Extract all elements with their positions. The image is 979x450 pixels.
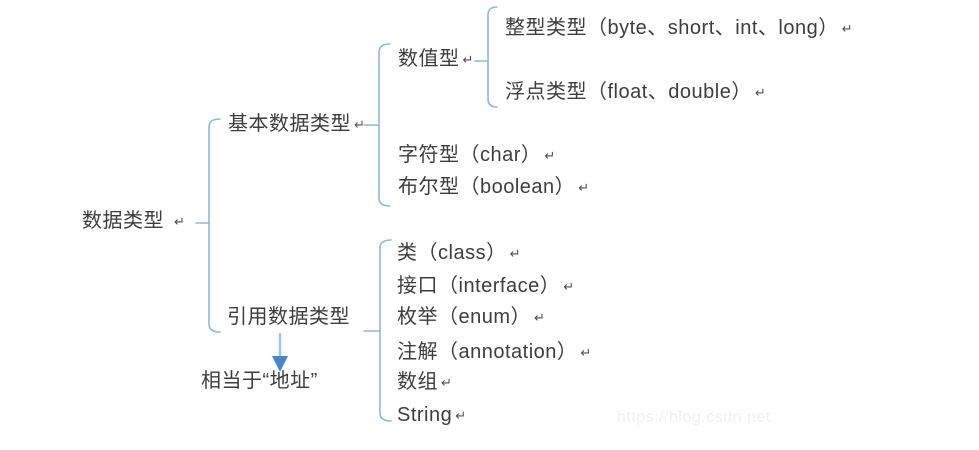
node-data-type-label: 数据类型 <box>82 210 164 232</box>
node-interface: 接口（interface）↵ <box>397 274 575 298</box>
return-mark-icon: ↵ <box>174 214 186 229</box>
brace-reference-group <box>363 239 392 422</box>
node-class: 类（class）↵ <box>397 241 521 265</box>
node-note-address: 相当于“地址” <box>201 369 318 393</box>
node-numeric-type-label: 数值型 <box>398 48 460 70</box>
node-annotation: 注解（annotation）↵ <box>397 340 592 364</box>
return-mark-icon: ↵ <box>509 246 521 261</box>
node-reference-data-type-label: 引用数据类型 <box>227 306 350 328</box>
node-integer-types-label: 整型类型（byte、short、int、long） <box>505 17 839 39</box>
node-boolean-type-label: 布尔型（boolean） <box>398 176 576 198</box>
arrow-head-icon <box>272 356 288 372</box>
node-float-types: 浮点类型（float、double）↵ <box>505 80 766 104</box>
return-mark-icon: ↵ <box>563 279 575 294</box>
node-reference-data-type: 引用数据类型 <box>227 305 350 329</box>
node-string-label: String <box>397 404 453 426</box>
node-enum-label: 枚举（enum） <box>397 306 532 328</box>
brace-numeric-group <box>474 6 498 108</box>
node-integer-types: 整型类型（byte、short、int、long）↵ <box>505 16 853 40</box>
brace-basic-group <box>363 43 391 207</box>
return-mark-icon: ↵ <box>544 148 556 163</box>
return-mark-icon: ↵ <box>534 310 546 325</box>
return-mark-icon: ↵ <box>354 117 366 132</box>
return-mark-icon: ↵ <box>455 408 467 423</box>
return-mark-icon: ↵ <box>578 180 590 195</box>
node-data-type: 数据类型 ↵ <box>82 209 185 233</box>
return-mark-icon: ↵ <box>580 345 592 360</box>
node-numeric-type: 数值型↵ <box>398 47 474 71</box>
node-basic-data-type-label: 基本数据类型 <box>228 113 351 135</box>
node-array: 数组↵ <box>397 370 452 394</box>
return-mark-icon: ↵ <box>841 21 854 36</box>
node-note-address-label: 相当于“地址” <box>201 370 318 392</box>
node-float-types-label: 浮点类型（float、double） <box>505 81 752 103</box>
arrow-to-note <box>272 333 288 372</box>
node-interface-label: 接口（interface） <box>397 275 561 297</box>
return-mark-icon: ↵ <box>754 85 767 100</box>
node-annotation-label: 注解（annotation） <box>397 341 578 363</box>
node-char-type-label: 字符型（char） <box>398 144 542 166</box>
node-enum: 枚举（enum）↵ <box>397 305 545 329</box>
brace-root <box>195 118 221 333</box>
node-string: String↵ <box>397 403 467 427</box>
watermark: https://blog.csdn.net <box>617 409 771 426</box>
return-mark-icon: ↵ <box>441 375 453 390</box>
node-boolean-type: 布尔型（boolean）↵ <box>398 175 590 199</box>
node-class-label: 类（class） <box>397 242 507 264</box>
return-mark-icon: ↵ <box>462 52 474 67</box>
node-array-label: 数组 <box>397 371 438 393</box>
node-basic-data-type: 基本数据类型↵ <box>228 112 365 136</box>
node-char-type: 字符型（char）↵ <box>398 143 556 167</box>
